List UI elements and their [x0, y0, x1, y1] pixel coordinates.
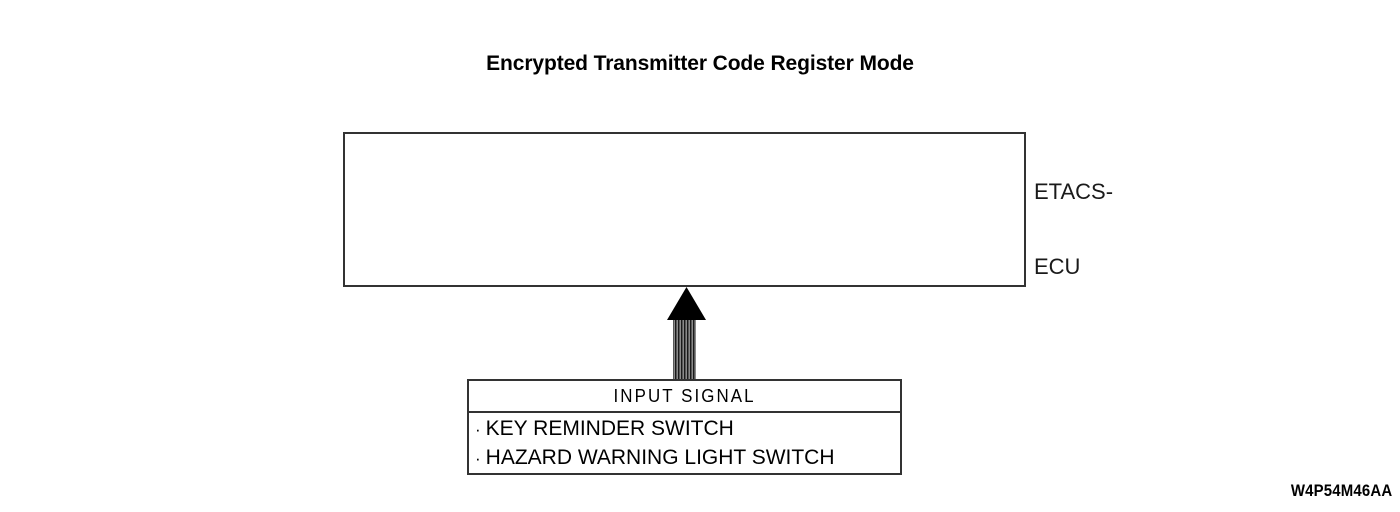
etacs-ecu-label-line-2: ECU — [1034, 254, 1081, 279]
page-title: Encrypted Transmitter Code Register Mode — [486, 52, 914, 75]
list-item-label: HAZARD WARNING LIGHT SWITCH — [485, 446, 835, 469]
input-signal-box-header-text: INPUT SIGNAL — [613, 385, 756, 406]
bullet-icon: · — [475, 420, 481, 439]
list-item-label: KEY REMINDER SWITCH — [485, 417, 734, 440]
bullet-icon: · — [475, 449, 481, 468]
input-signal-arrow-icon — [667, 287, 706, 382]
list-item: · HAZARD WARNING LIGHT SWITCH — [475, 444, 900, 473]
input-signal-box: INPUT SIGNAL · KEY REMINDER SWITCH · HAZ… — [467, 379, 902, 475]
list-item: · KEY REMINDER SWITCH — [475, 415, 900, 444]
reference-code: W4P54M46AA — [1290, 481, 1392, 500]
etacs-ecu-label: ETACS- ECU — [1034, 129, 1113, 329]
input-signal-box-header: INPUT SIGNAL — [469, 381, 900, 413]
input-signal-list: · KEY REMINDER SWITCH · HAZARD WARNING L… — [469, 413, 900, 473]
etacs-ecu-block — [343, 132, 1026, 287]
etacs-ecu-label-line-1: ETACS- — [1034, 179, 1114, 204]
